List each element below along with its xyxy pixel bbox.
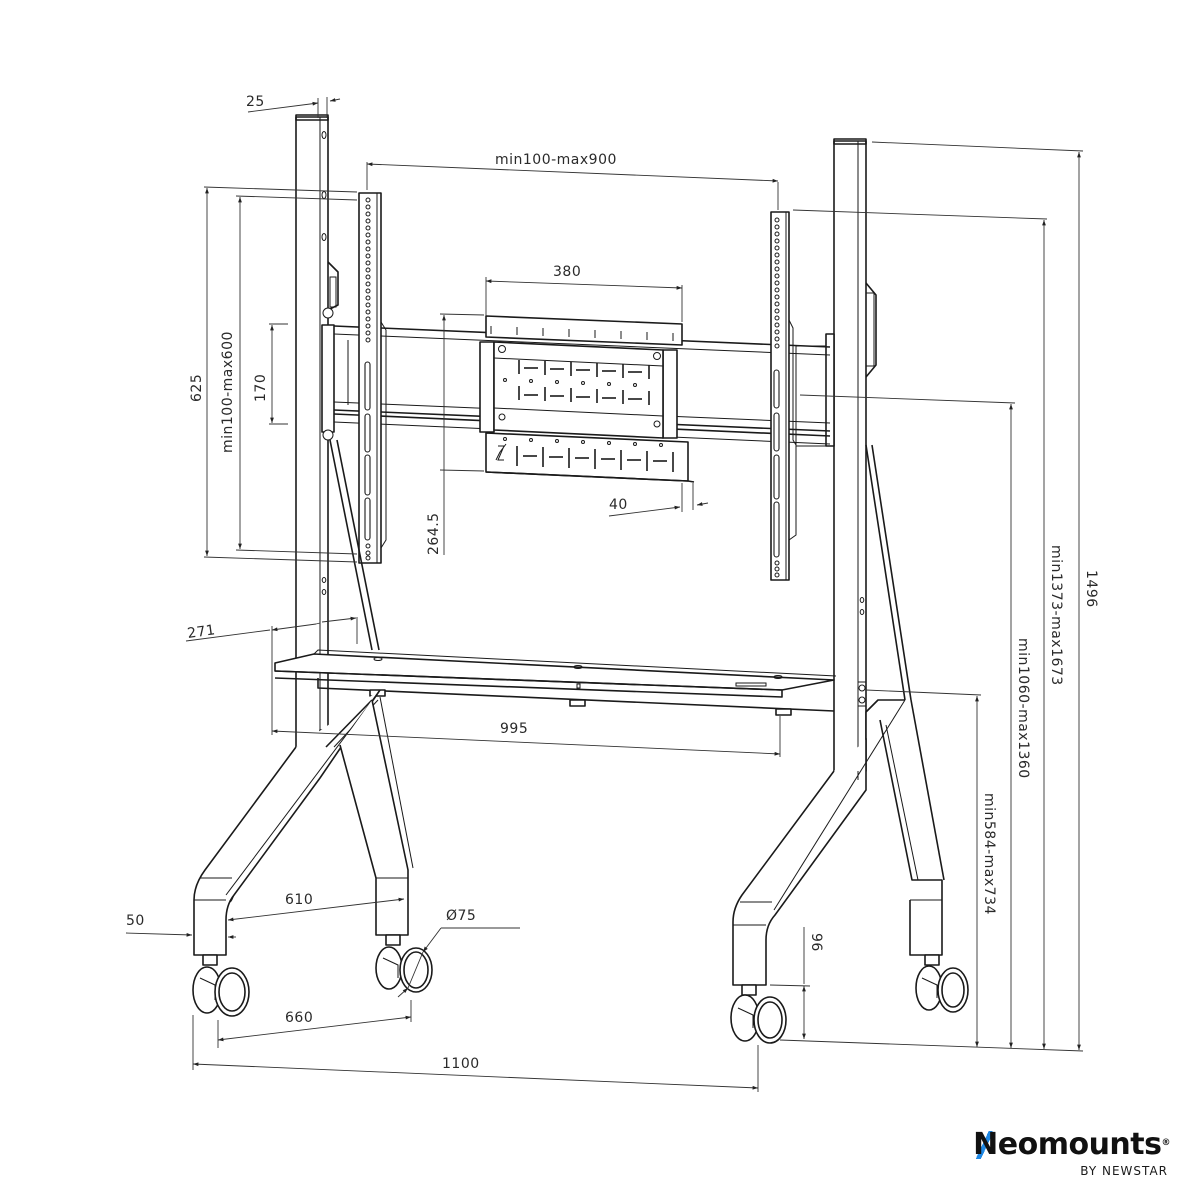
dim-post-width: 25 — [246, 94, 341, 118]
dim-bracket-height: min100-max600 — [220, 195, 358, 555]
label-plate-clearance: 40 — [609, 497, 628, 513]
brand-n-accent: N — [973, 1127, 998, 1162]
plate-slots-bottom — [503, 437, 674, 472]
right-vesa-bracket — [770, 211, 797, 581]
dim-shelf-width: 995 — [271, 716, 781, 757]
label-leg-width: 50 — [126, 913, 145, 929]
brand-name-rest: eomounts — [997, 1127, 1162, 1162]
shelf-tray — [274, 649, 837, 716]
label-total-height: 1496 — [1083, 570, 1099, 608]
left-post-clamp — [321, 261, 339, 441]
right-post-handle — [865, 282, 877, 378]
dim-vesa-total: 625 — [189, 186, 358, 563]
label-top-bracket-height: min1373-max1673 — [1048, 545, 1064, 686]
label-center-height: min1060-max1360 — [1015, 638, 1031, 779]
dim-plate-height: 170 — [253, 323, 288, 425]
brand-tagline: BY NEWSTAR — [1080, 1164, 1168, 1178]
dim-caster-diameter: Ø75 — [397, 908, 520, 998]
floor-reference-line — [779, 1039, 1084, 1052]
dim-inner-leg-span: 610 — [227, 892, 405, 922]
label-shelf-height: min584-max734 — [981, 793, 997, 915]
dim-shelf-height: min584-max734 — [865, 689, 997, 1047]
plate-slots-top — [503, 360, 650, 405]
support-struts — [329, 439, 912, 701]
dim-leg-width: 50 — [125, 913, 236, 939]
label-bracket-spread: min100-max900 — [495, 152, 617, 168]
label-bracket-height: min100-max600 — [220, 331, 236, 453]
label-caster-diameter: Ø75 — [446, 908, 476, 924]
dim-caster-height: 96 — [769, 927, 824, 1039]
left-vesa-bracket — [358, 192, 387, 564]
dim-plate-depth: 264.5 — [426, 313, 485, 555]
label-caster-height: 96 — [808, 933, 824, 952]
plate-top-tabs — [490, 326, 674, 341]
center-mounting-plate — [479, 315, 695, 483]
caster-rear-right — [915, 954, 969, 1013]
brand-logo: Neomounts® BY NEWSTAR — [973, 1127, 1171, 1178]
label-base-width: 1100 — [442, 1056, 480, 1072]
label-inner-leg-span: 610 — [285, 892, 313, 908]
dim-plate-width: 380 — [485, 264, 683, 322]
label-post-width: 25 — [246, 94, 265, 110]
label-plate-width: 380 — [553, 264, 581, 280]
label-vesa-total: 625 — [189, 374, 205, 402]
dim-shelf-depth: 271 — [185, 616, 358, 735]
right-post — [833, 138, 867, 772]
dim-caster-span: 660 — [217, 1000, 412, 1048]
dim-base-width: 1100 — [192, 1015, 759, 1092]
caster-front-right — [730, 984, 787, 1044]
label-caster-span: 660 — [285, 1010, 313, 1026]
dim-center-height: min1060-max1360 — [799, 394, 1031, 1048]
registered-mark: ® — [1161, 1138, 1171, 1148]
dim-total-height: 1496 — [871, 141, 1099, 1050]
dim-top-bracket-height: min1373-max1673 — [792, 209, 1064, 1049]
label-plate-depth: 264.5 — [426, 512, 442, 555]
right-base-frame — [732, 699, 945, 986]
dim-bracket-spread: min100-max900 — [366, 152, 779, 210]
caster-front-left — [192, 954, 250, 1017]
caster-rear-left — [375, 934, 433, 993]
brand-wordmark: Neomounts® — [973, 1127, 1171, 1162]
label-shelf-depth: 271 — [186, 622, 216, 642]
dim-plate-clearance: 40 — [608, 483, 709, 517]
label-shelf-width: 995 — [500, 721, 528, 737]
label-plate-height: 170 — [253, 374, 269, 402]
